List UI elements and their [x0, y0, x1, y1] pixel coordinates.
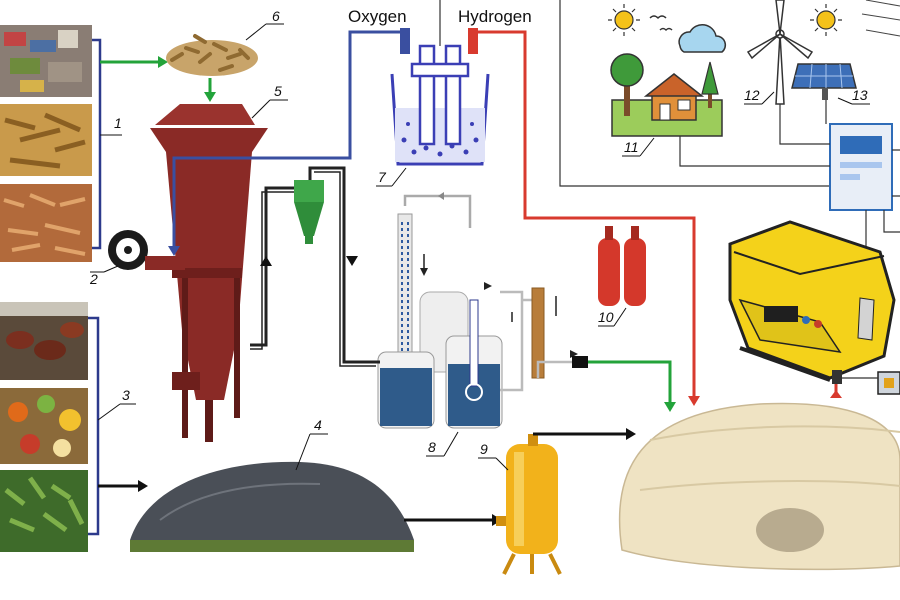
feedstock-photos-group-3: [0, 302, 88, 552]
house-scene: [608, 4, 727, 137]
cyclone-icon: [294, 166, 376, 367]
power-line-electrolyzer: [439, 0, 830, 187]
gasifier-reactor: [150, 104, 268, 442]
sun-icon: [614, 10, 634, 30]
callout-2: 2: [89, 271, 98, 287]
syngas-pipe-up: [250, 186, 300, 347]
callout-9: 9: [480, 441, 488, 457]
birds-icon: [649, 15, 673, 32]
callout-12: 12: [744, 87, 760, 103]
power-lines-inverter: [679, 100, 900, 248]
callout-6: 6: [272, 8, 280, 24]
oxygen-label: Oxygen: [348, 7, 407, 26]
callout-8: 8: [428, 439, 436, 455]
feedstock-photos-group-1: [0, 25, 92, 262]
callout-3: 3: [122, 387, 130, 403]
hydrogen-label: Hydrogen: [458, 7, 532, 26]
sun-icon: [810, 4, 842, 36]
pellets-pile: [166, 34, 258, 76]
blower-icon: [108, 230, 185, 270]
gas-cleaning-unit: [372, 192, 578, 429]
callout-13: 13: [852, 87, 868, 103]
inverter-icon: [829, 123, 893, 211]
callout-11: 11: [624, 139, 639, 155]
bracket-3: [88, 316, 100, 536]
gas-holder-bag: [618, 402, 900, 571]
callout-1: 1: [114, 115, 122, 131]
callout-4: 4: [314, 417, 322, 433]
generator-icon: [728, 220, 896, 382]
electrolyzer: [390, 44, 490, 166]
storage-tank: [496, 434, 562, 575]
solar-panel-icon: [791, 63, 857, 100]
dome-digester: [130, 461, 414, 552]
bracket-1: [92, 38, 102, 250]
house-icon: [643, 73, 705, 121]
hydrogen-line: [473, 30, 696, 398]
cloud-icon: [678, 24, 727, 53]
callout-7: 7: [378, 169, 387, 185]
wind-turbine-icon: [746, 0, 814, 105]
biogas-line-clean: [588, 360, 672, 404]
callout-10: 10: [598, 309, 614, 325]
callout-5: 5: [274, 83, 282, 99]
hydrogen-cylinders: [598, 226, 646, 306]
tree-icon: [610, 53, 644, 116]
